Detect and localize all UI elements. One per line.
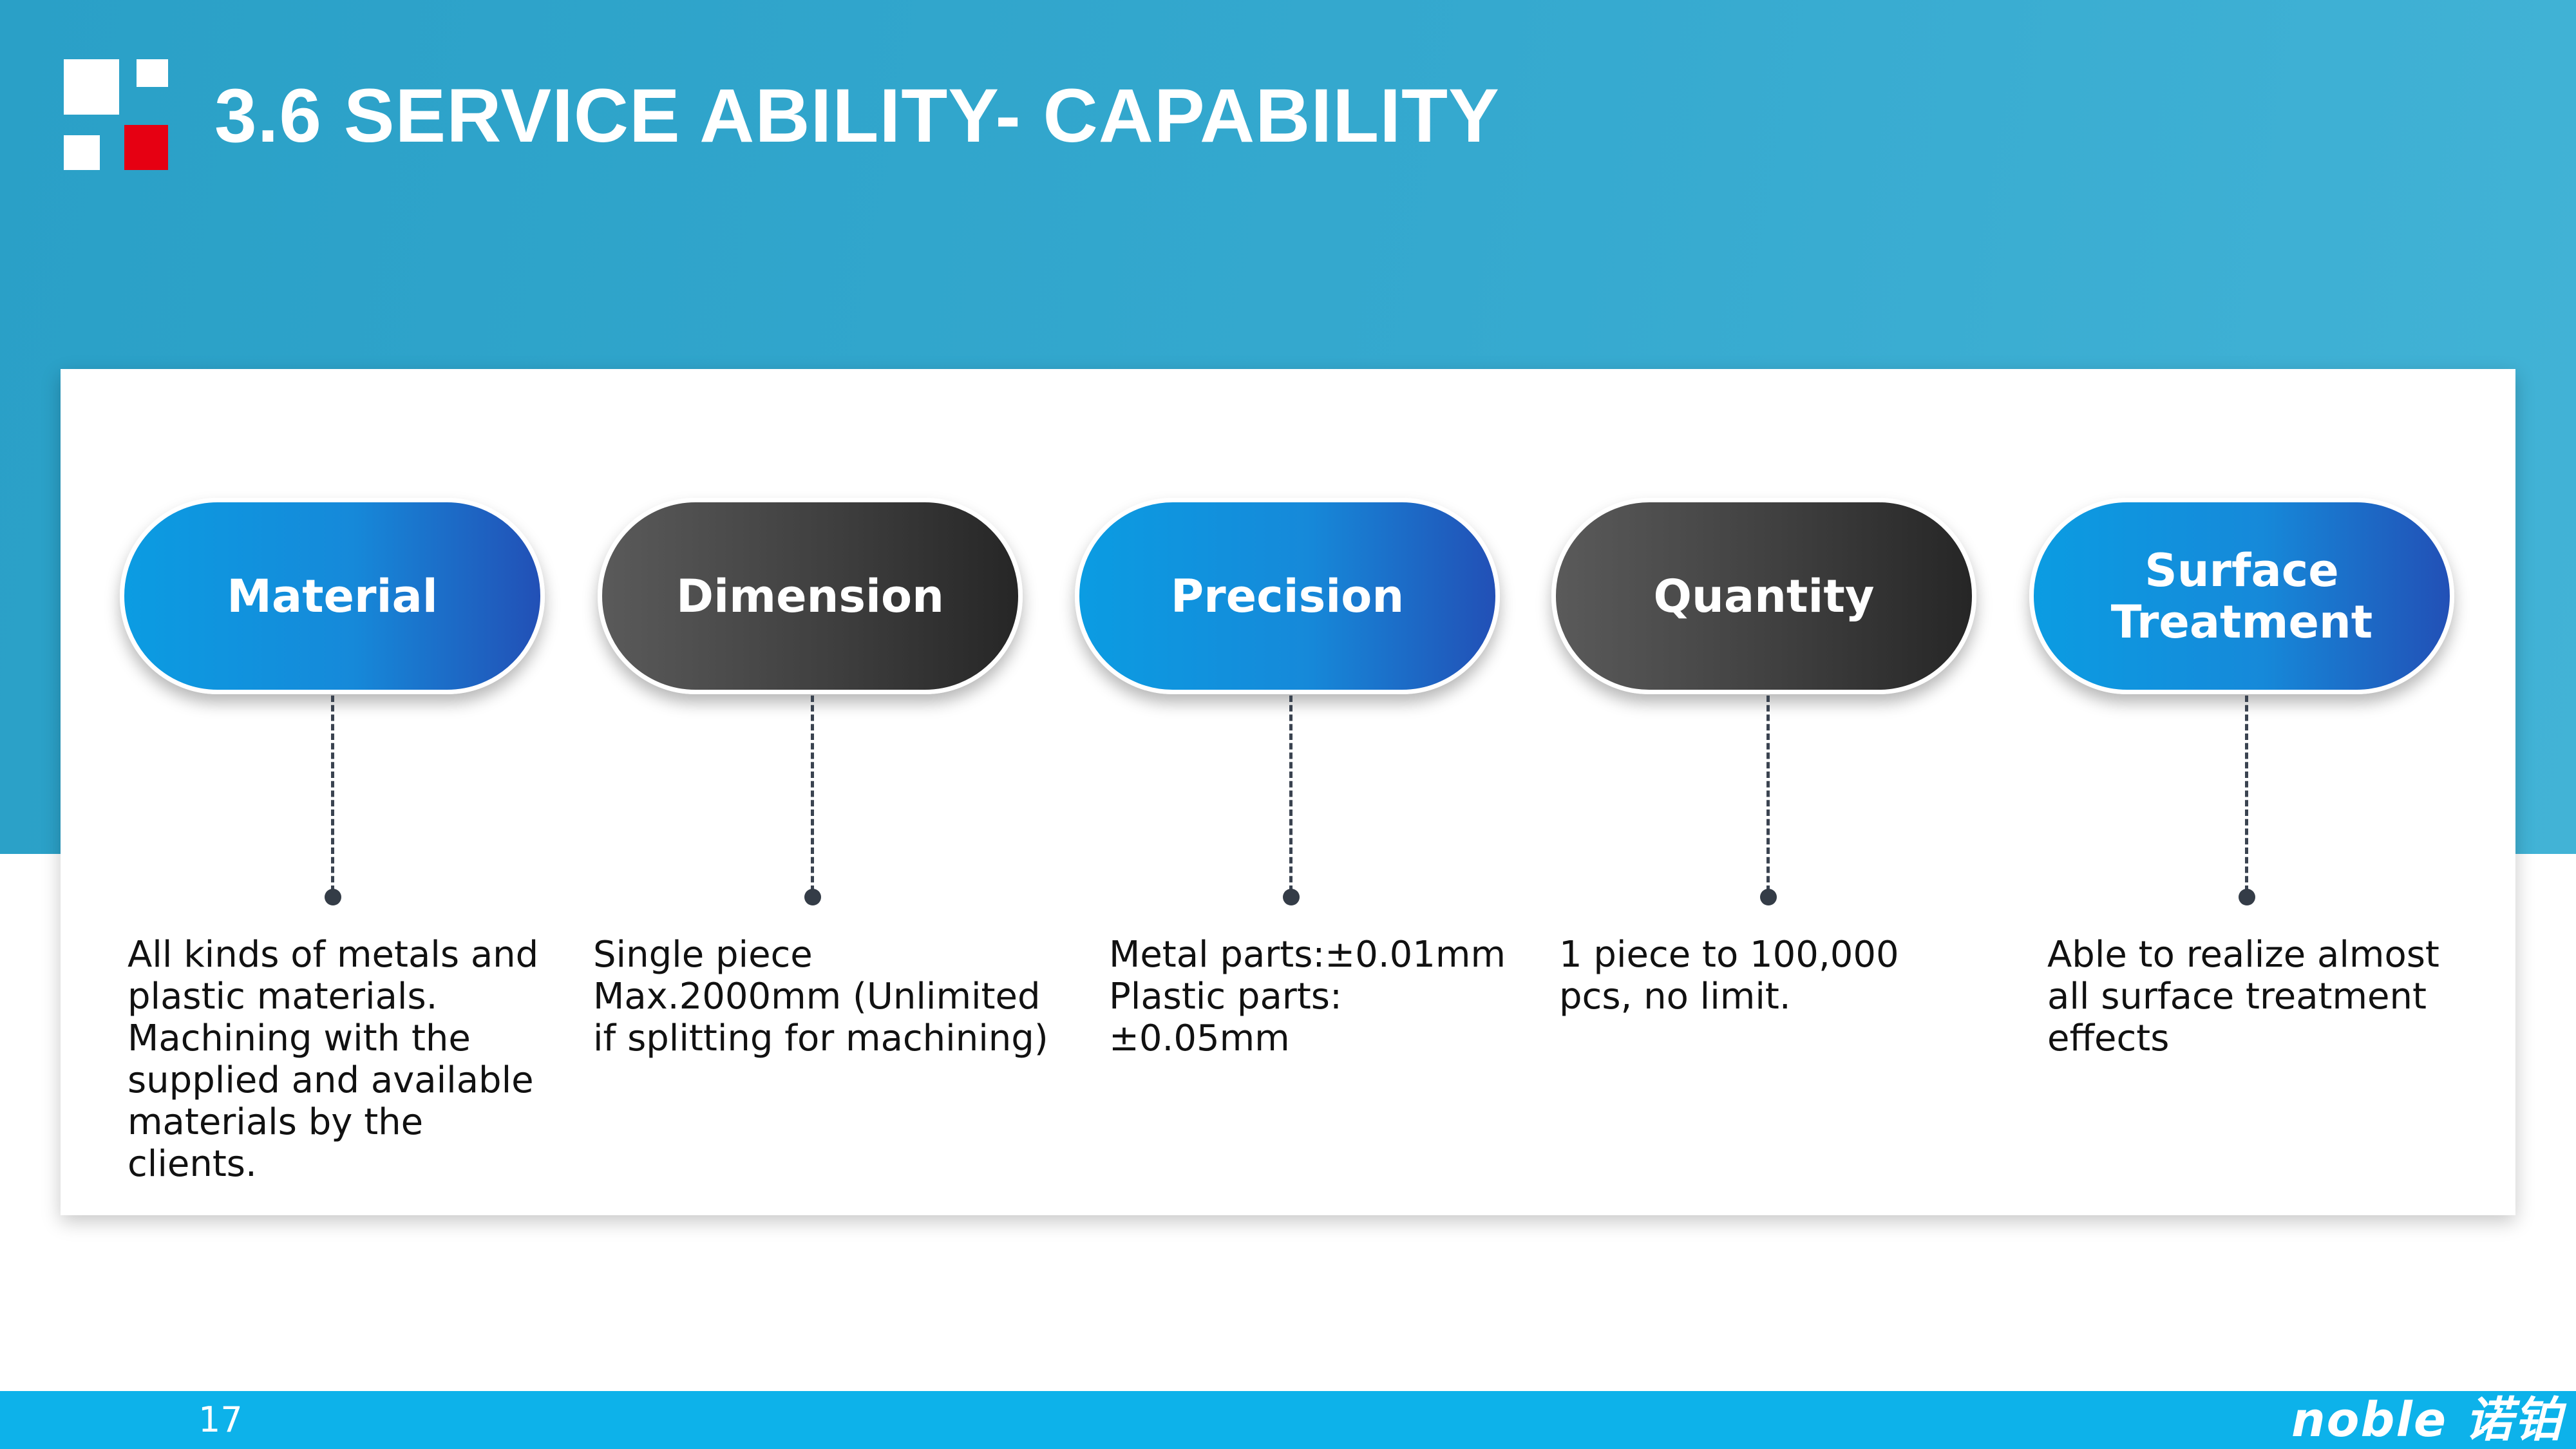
page-number: 17	[198, 1399, 243, 1440]
capability-pill-precision: Precision	[1075, 498, 1500, 694]
capability-label: Dimension	[676, 569, 944, 623]
connector-dot	[1283, 889, 1300, 905]
dashed-connector	[811, 696, 814, 892]
connector-dot	[325, 889, 341, 905]
footer-band	[0, 1391, 2576, 1449]
capability-description-dimension: Single piece Max.2000mm (Unlimited if sp…	[593, 934, 1048, 1059]
connector-dot	[2239, 889, 2255, 905]
dashed-connector	[2245, 696, 2248, 892]
capability-label: Surface Treatment	[2110, 544, 2373, 649]
dashed-connector	[1289, 696, 1293, 892]
capability-label: Precision	[1170, 569, 1405, 623]
capability-description-precision: Metal parts:±0.01mm Plastic parts:±0.05m…	[1109, 934, 1506, 1059]
logo-squares-icon	[64, 59, 168, 170]
capability-pill-dimension: Dimension	[598, 498, 1023, 694]
connector-dot	[804, 889, 821, 905]
page-title: 3.6 SERVICE ABILITY- CAPABILITY	[214, 73, 1500, 158]
capability-pill-surface-treatment: Surface Treatment	[2029, 498, 2454, 694]
brand-logo: noble 诺铂	[2291, 1392, 2563, 1448]
dashed-connector	[1766, 696, 1770, 892]
capability-description-material: All kinds of metals and plastic material…	[128, 934, 539, 1185]
capability-label: Quantity	[1653, 569, 1875, 623]
capability-label: Material	[227, 569, 438, 623]
dashed-connector	[331, 696, 334, 892]
capability-pill-quantity: Quantity	[1551, 498, 1976, 694]
connector-dot	[1760, 889, 1777, 905]
capability-pill-material: Material	[120, 498, 545, 694]
capability-description-surface-treatment: Able to realize almost all surface treat…	[2047, 934, 2439, 1059]
capability-description-quantity: 1 piece to 100,000 pcs, no limit.	[1559, 934, 1899, 1018]
